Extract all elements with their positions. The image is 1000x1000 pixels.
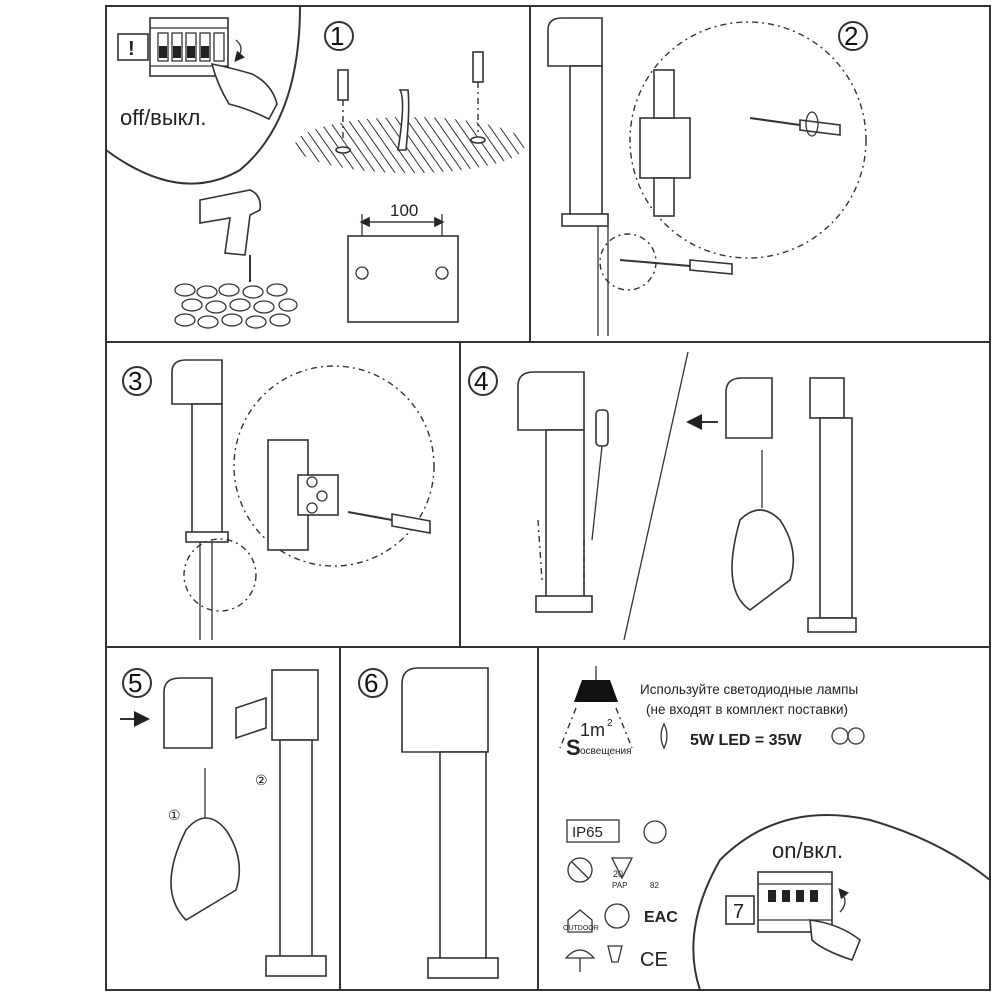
area-value: 1m — [580, 720, 605, 740]
junction-callout — [629, 21, 867, 259]
step-4-panel: 4 — [468, 351, 857, 641]
ip-rating: IP65 — [572, 824, 603, 841]
step-2-number: 2 — [844, 21, 858, 51]
step-6-number: 6 — [364, 668, 378, 698]
outdoor-icon — [567, 909, 593, 933]
breaker-off: ! — [117, 17, 278, 121]
hand-icon — [210, 62, 278, 121]
screwdriver-icon — [347, 511, 431, 534]
post-base — [427, 957, 499, 979]
bollard-post — [547, 17, 609, 336]
cable-icon — [397, 89, 410, 151]
step-1-panel: ! off/выкл. 1 — [105, 5, 525, 330]
step-6-panel: 6 — [358, 667, 499, 979]
junction-box — [639, 69, 691, 217]
step-7-box — [725, 895, 755, 925]
drilling-template: 100 — [347, 201, 459, 323]
bollard-post — [171, 359, 229, 640]
step-4-badge — [468, 366, 498, 396]
lamp-head — [163, 677, 213, 749]
step-2-panel: 2 — [547, 17, 868, 336]
panel-grid — [105, 5, 991, 991]
s-letter: S — [566, 735, 581, 760]
ce-mark: CE — [640, 949, 668, 971]
dowel-icon-left — [337, 69, 349, 140]
step-1-number: 1 — [330, 21, 344, 51]
ceiling-lamp-icon — [559, 666, 633, 749]
screwdriver-icon — [591, 409, 609, 541]
ground-hatch — [295, 117, 525, 173]
hand-icon — [809, 919, 861, 961]
hand-icon — [731, 450, 795, 611]
step-3-number: 3 — [128, 366, 142, 396]
bollard-post-open — [807, 377, 857, 633]
recycle-number: 20 — [613, 869, 623, 879]
hand-icon — [170, 768, 241, 922]
led-line-2: (не входят в комплект поставки) — [646, 702, 848, 717]
certification-circle-icon — [604, 903, 630, 929]
step-5-panel: 5 ① ② — [120, 668, 327, 977]
on-label: on/вкл. — [772, 838, 843, 863]
divider — [623, 351, 689, 641]
mark-code: 82 — [650, 881, 659, 890]
dowel-icon-right — [472, 51, 484, 132]
masonry-wall — [172, 282, 300, 330]
screwdriver-icon — [749, 111, 841, 137]
candle-bulb-icon — [660, 722, 668, 750]
off-label: off/выкл. — [120, 105, 207, 130]
bollard-post — [517, 371, 593, 613]
step-5-number: 5 — [128, 668, 142, 698]
led-equivalence: 5W LED = 35W — [690, 732, 802, 749]
step-7-number: 7 — [733, 901, 744, 923]
step-6-badge — [358, 668, 388, 698]
led-line-1: Используйте светодиодные лампы — [640, 682, 858, 697]
info-panel: 1m 2 S освещения Используйте светодиодны… — [559, 666, 991, 991]
recycle-icon — [610, 857, 634, 880]
substep-2: ② — [255, 772, 268, 788]
lamp-head — [725, 377, 773, 439]
step-4-number: 4 — [474, 366, 488, 396]
gu10-bulb-icon — [235, 696, 267, 740]
incandescent-bulb-icon — [831, 727, 865, 745]
eac-mark: EAC — [644, 909, 678, 926]
wiring-callout — [233, 365, 435, 567]
bollard-post — [265, 669, 327, 977]
recycle-code: PAP — [612, 881, 627, 890]
drill-icon — [199, 189, 262, 285]
ground-icon — [643, 820, 667, 844]
substep-1: ① — [168, 807, 181, 823]
step-3-panel: 3 — [122, 359, 435, 640]
breaker-on — [757, 871, 861, 961]
lamp-head — [401, 667, 489, 753]
no-household-waste-icon — [567, 857, 593, 883]
area-sup: 2 — [607, 718, 613, 729]
umbrella-icon — [564, 949, 596, 959]
step-2-badge — [838, 21, 868, 51]
outdoor-label: OUTDOOR — [563, 925, 599, 932]
step-1-badge — [324, 21, 354, 51]
breaker-callout-circle — [692, 814, 991, 991]
post-body — [439, 751, 487, 961]
s-caption: освещения — [580, 746, 632, 757]
screwdriver-icon-2 — [619, 259, 733, 275]
ip-rating-box — [566, 819, 620, 843]
breaker-callout-circle — [105, 5, 301, 185]
dimension-label: 100 — [390, 201, 418, 220]
step-3-badge — [122, 366, 152, 396]
terminal-block — [267, 439, 339, 551]
fragile-icon — [607, 945, 623, 963]
warning-mark: ! — [128, 38, 135, 60]
step-5-badge — [122, 668, 152, 698]
